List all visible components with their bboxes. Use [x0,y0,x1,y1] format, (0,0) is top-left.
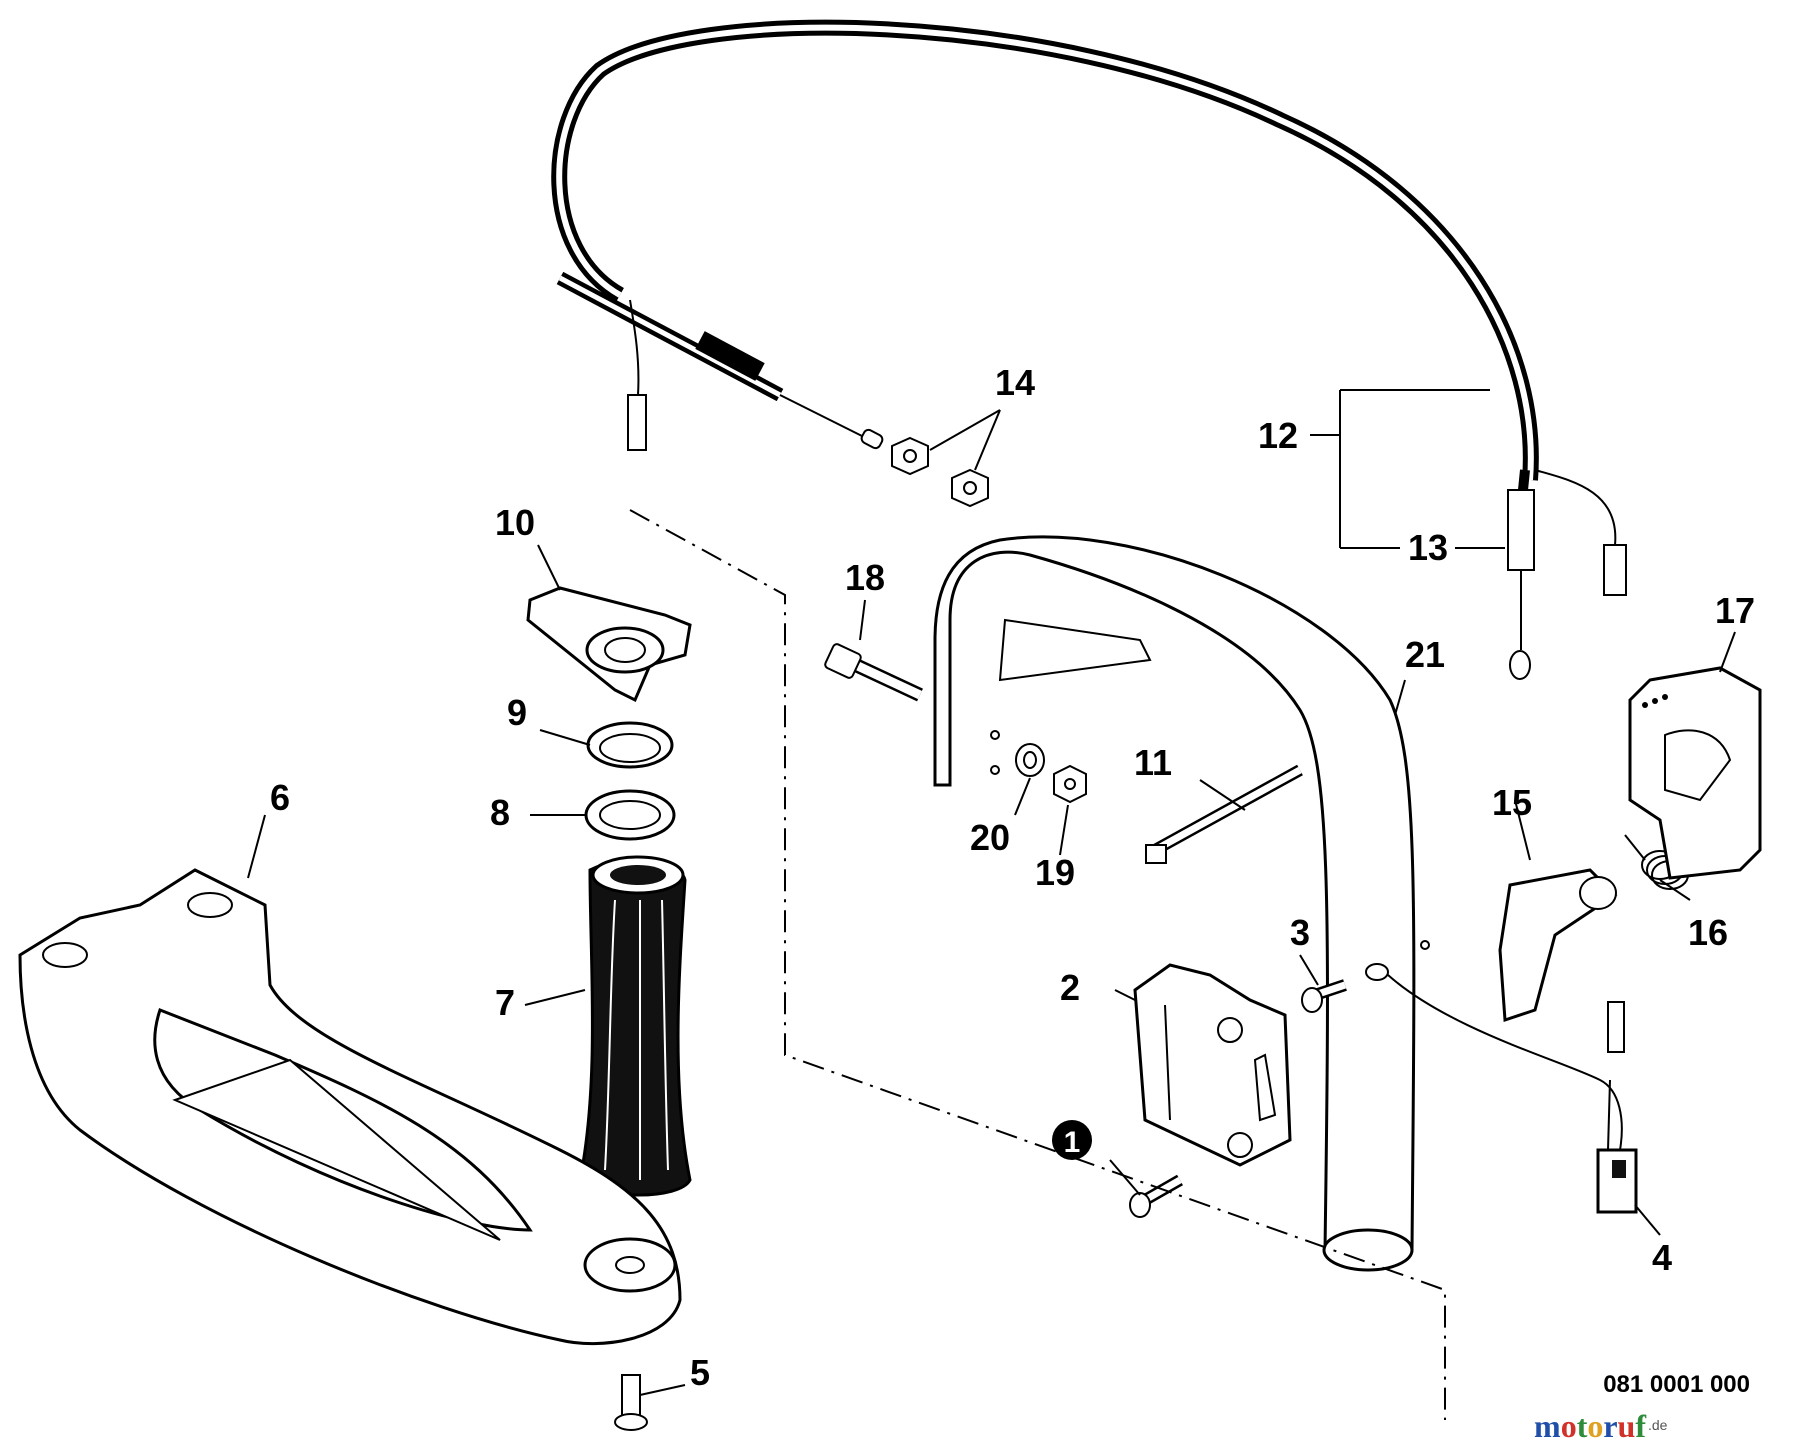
callout-12: 12 [1258,415,1298,456]
callout-9: 9 [507,692,527,733]
throttle-lever [1498,868,1618,1023]
watermark-letter: o [1587,1408,1603,1444]
watermark-letter: r [1603,1408,1617,1444]
callout-4: 4 [1652,1237,1672,1278]
callout-6: 6 [270,777,290,818]
svg-text:motoruf: motoruf [1534,1408,1646,1444]
screw-5 [614,1374,648,1431]
leader-lines [247,389,1736,1396]
callout-1: 1 [1064,1126,1081,1159]
callouts: 1 2 3 4 5 6 7 8 9 10 11 12 13 14 15 16 1… [270,362,1755,1393]
circlip [586,721,674,769]
clamp-plate [526,586,692,703]
callout-5: 5 [690,1352,710,1393]
stop-switch [1365,963,1638,1214]
throttle-cable [551,19,1539,481]
assembly-lines [629,509,1446,1420]
cable-end-fitting [1507,469,1627,680]
callout-8: 8 [490,792,510,833]
watermark-letter: u [1618,1408,1636,1444]
loop-handle [933,535,1430,1272]
screw-3 [1301,979,1347,1013]
callout-17: 17 [1715,590,1755,631]
callout-20: 20 [970,817,1010,858]
callout-19: 19 [1035,852,1075,893]
callout-16: 16 [1688,912,1728,953]
callout-18: 18 [845,557,885,598]
switch-housing [1133,963,1292,1167]
watermark-letter: o [1561,1408,1577,1444]
washer-20 [1015,743,1045,777]
washer-ring [584,789,676,841]
watermark-letter: f [1635,1408,1646,1444]
watermark-letter: m [1534,1408,1561,1444]
callout-13: 13 [1408,527,1448,568]
watermark-logo: motoruf .de [1534,1408,1668,1444]
callout-3: 3 [1290,912,1310,953]
callout-2: 2 [1060,967,1080,1008]
svg-text:.de: .de [1648,1417,1668,1433]
nuts [891,436,989,508]
callout-10: 10 [495,502,535,543]
handle-grip [578,855,692,1197]
screw-1 [1129,1174,1183,1218]
handle-bracket [18,868,682,1346]
handle-housing [1628,666,1762,880]
screw-18 [824,643,923,702]
callout-1-badge [1052,1120,1092,1160]
nut-19 [1053,764,1087,804]
callout-15: 15 [1492,782,1532,823]
callout-14: 14 [995,362,1035,403]
callout-21: 21 [1405,634,1445,675]
callout-7: 7 [495,982,515,1023]
watermark-letter: t [1577,1408,1588,1444]
callout-11: 11 [1134,742,1172,783]
cable-tie [1145,764,1303,864]
diagram-part-number: 081 0001 000 [1603,1371,1750,1398]
